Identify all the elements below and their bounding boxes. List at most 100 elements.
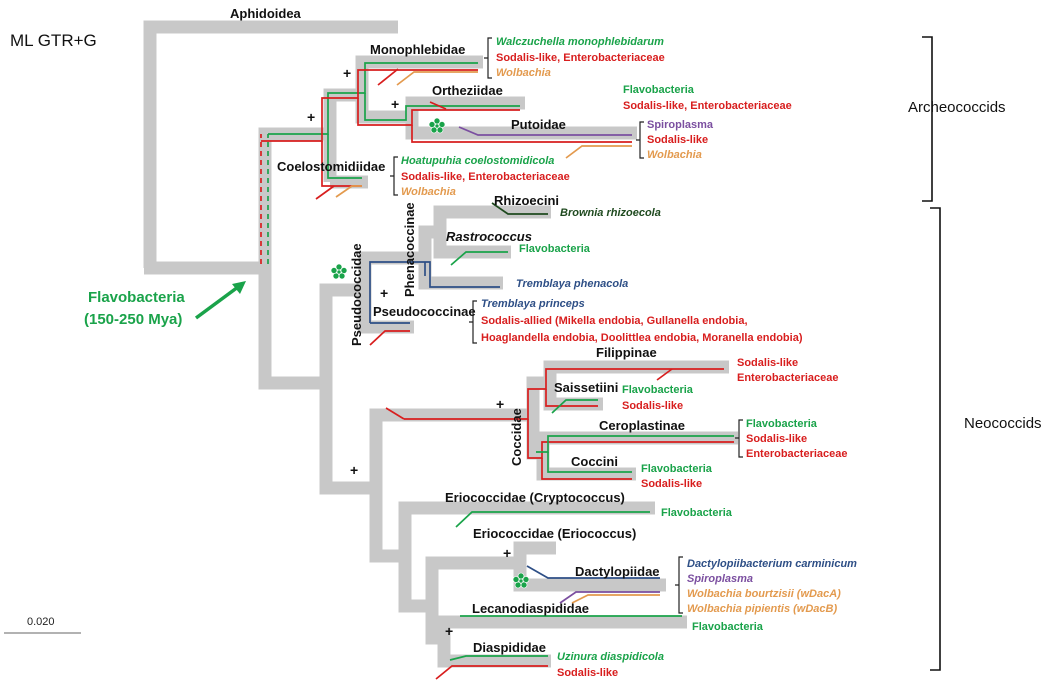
branch-pseudococcinae bbox=[358, 290, 414, 334]
symbiont-label: Flavobacteria bbox=[623, 84, 695, 96]
taxon-ortheziidae: Ortheziidae bbox=[432, 83, 503, 98]
symbiont-label: Flavobacteria bbox=[519, 243, 591, 255]
branch-lecanodiaspididae bbox=[437, 615, 687, 638]
symbiont-label: Sodalis-allied (Mikella endobia, Gullane… bbox=[481, 315, 748, 327]
sodalis-coccini bbox=[541, 458, 632, 480]
taxon-coccidae: Coccidae bbox=[509, 408, 524, 466]
symbiont-label: Enterobacteriaceae bbox=[737, 372, 839, 384]
symbiont-label: Dactylopiibacterium carminicum bbox=[687, 558, 857, 570]
bracket bbox=[636, 121, 644, 159]
symbiont-label: Flavobacteria bbox=[692, 621, 764, 633]
symbiont-label: Brownia rhizoecola bbox=[560, 207, 661, 219]
flavo-rastrococcus bbox=[450, 251, 508, 266]
branch-pseudococcidae-stem bbox=[319, 283, 365, 383]
symbiont-label: Sodalis-like bbox=[557, 667, 618, 679]
scale-label: 0.020 bbox=[27, 616, 55, 628]
group-brackets bbox=[922, 36, 941, 671]
flavo-saissetiini bbox=[551, 399, 598, 414]
taxon-filippinae: Filippinae bbox=[596, 345, 657, 360]
spiro-dacty bbox=[559, 591, 660, 604]
wolb-monophleb bbox=[396, 71, 478, 86]
dactylo-line bbox=[526, 565, 660, 579]
symbiont-label: Sodalis-like bbox=[647, 134, 708, 146]
taxon-phenacoccinae: Phenacoccinae bbox=[402, 202, 417, 297]
symbiont-label: Wolbachia bbox=[647, 149, 702, 161]
node-support-marks: + + + + + + + + bbox=[307, 65, 511, 639]
symbiont-label: Spiroplasma bbox=[687, 573, 753, 585]
plus-mark: + bbox=[350, 462, 358, 478]
flower-icon bbox=[428, 117, 446, 134]
sodalis-coelostom-acq bbox=[315, 185, 335, 200]
sodalis-saissetiini bbox=[545, 389, 598, 407]
taxon-eriococcidae-crypto: Eriococcidae (Cryptococcus) bbox=[445, 490, 625, 505]
branch-pseudo-split bbox=[358, 251, 425, 290]
taxon-lecanodiaspididae: Lecanodiaspididae bbox=[472, 601, 589, 616]
branch-saissetiini bbox=[543, 383, 603, 411]
taxon-labels: Aphidoidea Monophlebidae Ortheziidae Put… bbox=[230, 6, 685, 655]
flower-icon bbox=[512, 572, 530, 589]
plus-mark: + bbox=[307, 109, 315, 125]
flavo-origin-line1: Flavobacteria bbox=[88, 289, 185, 306]
brownia-rhizoecini bbox=[491, 202, 548, 215]
bracket bbox=[484, 37, 492, 79]
taxon-pseudococcidae: Pseudococcidae bbox=[349, 243, 364, 346]
bracket bbox=[469, 300, 477, 344]
plus-mark: + bbox=[496, 396, 504, 412]
plus-mark: + bbox=[380, 285, 388, 301]
taxon-monophlebidae: Monophlebidae bbox=[370, 42, 465, 57]
branch-dacty-split bbox=[425, 556, 520, 606]
bracket bbox=[735, 419, 743, 458]
symbiont-label: Wolbachia pipientis (wDacB) bbox=[687, 603, 837, 615]
plus-mark: + bbox=[343, 65, 351, 81]
symbiont-label: Flavobacteria bbox=[661, 507, 733, 519]
sodalis-coelostom bbox=[321, 141, 362, 187]
symbiont-label: Enterobacteriaceae bbox=[746, 448, 848, 460]
sodalis-coccidae bbox=[404, 368, 724, 420]
branch-erio-erio bbox=[513, 541, 556, 563]
taxon-putoidae: Putoidae bbox=[511, 117, 566, 132]
symbiont-label: Sodalis-like, Enterobacteriaceae bbox=[401, 171, 570, 183]
branch-ceroplastinae bbox=[536, 431, 738, 453]
taxon-eriococcidae-erio: Eriococcidae (Eriococcus) bbox=[473, 526, 636, 541]
bracket bbox=[390, 156, 398, 196]
taxon-pseudococcinae: Pseudococcinae bbox=[373, 304, 476, 319]
sodalis-filippinae-mark bbox=[656, 368, 673, 381]
symbiont-label: Sodalis-like bbox=[746, 433, 807, 445]
branch-coccoid-split bbox=[369, 408, 533, 488]
symbiont-label: Uzinura diaspidicola bbox=[557, 651, 664, 663]
wolb-putoidae bbox=[565, 145, 632, 159]
bracket-archeococcids bbox=[922, 36, 933, 202]
branch-filippinae bbox=[543, 360, 729, 383]
symbiont-label: Hoaglandella endobia, Doolittlea endobia… bbox=[481, 332, 803, 344]
branch-erio-crypto bbox=[398, 501, 655, 556]
branch-coccini bbox=[536, 453, 636, 481]
sodalis-coccoid-acq bbox=[385, 407, 405, 420]
sodalis-putoidae bbox=[411, 125, 632, 143]
flavo-diasp bbox=[449, 655, 548, 661]
wolb-dacty bbox=[571, 594, 660, 604]
sodalis-diasp bbox=[435, 665, 548, 680]
symbiont-label: Flavobacteria bbox=[641, 463, 713, 475]
taxon-dactylopiidae: Dactylopiidae bbox=[575, 564, 660, 579]
plus-mark: + bbox=[445, 623, 453, 639]
taxon-rastrococcus: Rastrococcus bbox=[446, 229, 532, 244]
taxon-aphidoidea: Aphidoidea bbox=[230, 6, 302, 21]
flavo-coccidae bbox=[536, 435, 734, 453]
wolb-coelostom bbox=[335, 185, 362, 198]
taxon-coccini: Coccini bbox=[571, 454, 618, 469]
symbiont-label: Wolbachia bbox=[496, 67, 551, 79]
symbiont-labels: Walczuchella monophlebidarum Sodalis-lik… bbox=[390, 36, 857, 679]
symbiont-label: Wolbachia bourtzisii (wDacA) bbox=[687, 588, 841, 600]
symbiont-label: Hoatupuhia coelostomidicola bbox=[401, 155, 554, 167]
sodalis-monophleb-acq bbox=[377, 68, 399, 86]
flavo-origin-line2: (150-250 Mya) bbox=[84, 311, 182, 328]
tremblaya-pseudo bbox=[369, 261, 500, 323]
symbiont-label: Sodalis-like bbox=[622, 400, 683, 412]
flavo-erio-crypto bbox=[455, 511, 650, 528]
taxon-diaspididae: Diaspididae bbox=[473, 640, 546, 655]
method-title: ML GTR+G bbox=[10, 31, 97, 50]
flavo-archeo bbox=[268, 62, 478, 135]
taxon-saissetiini: Saissetiini bbox=[554, 380, 618, 395]
group-neococcids: Neococcids bbox=[964, 415, 1042, 432]
sodalis-orthez-acq bbox=[429, 101, 447, 110]
